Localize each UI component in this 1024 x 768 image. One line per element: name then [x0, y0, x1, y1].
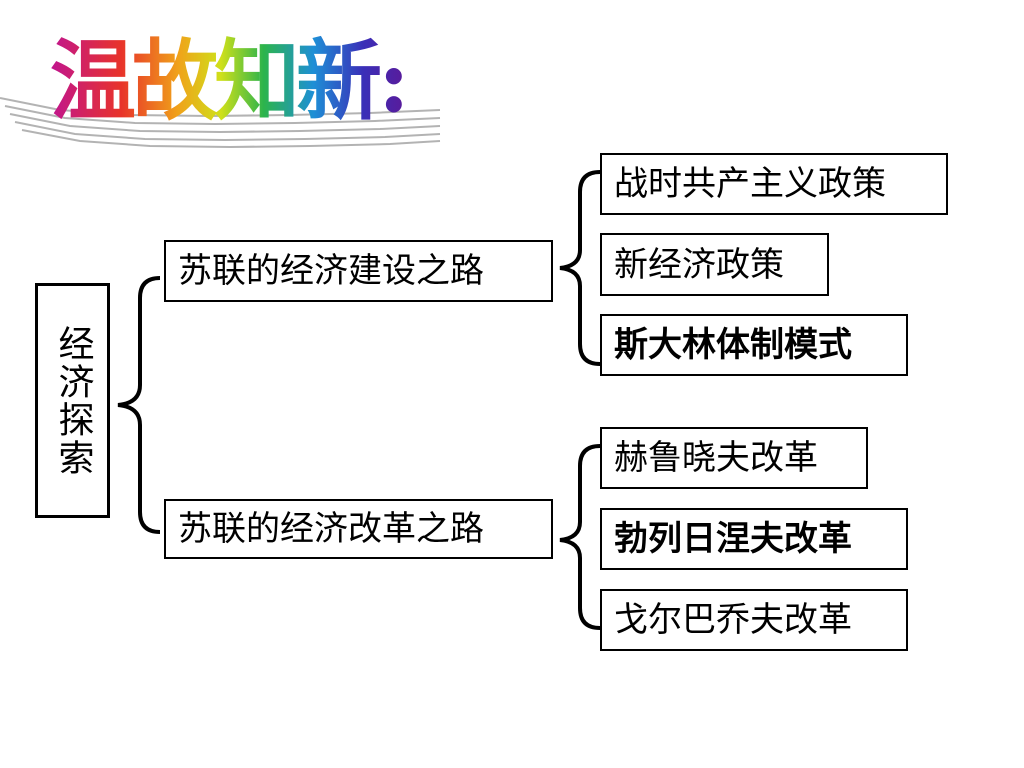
leaf-nep: 新经济政策 — [600, 233, 829, 296]
leaf-stalin-model: 斯大林体制模式 — [600, 314, 908, 376]
root-node: 经济探索 — [35, 283, 110, 518]
leaf-label: 勃列日涅夫改革 — [614, 519, 852, 559]
leaf-label: 赫鲁晓夫改革 — [614, 438, 818, 478]
leaf-brezhnev-reform: 勃列日涅夫改革 — [600, 508, 908, 570]
lower-brace — [559, 444, 601, 630]
root-label: 经济探索 — [52, 324, 94, 477]
leaf-label: 新经济政策 — [614, 244, 784, 285]
upper-brace — [559, 170, 601, 366]
leaf-gorbachev-reform: 戈尔巴乔夫改革 — [600, 589, 908, 651]
leaf-label: 戈尔巴乔夫改革 — [614, 600, 852, 640]
title-area: 温故知新: — [0, 20, 520, 150]
branch-construction: 苏联的经济建设之路 — [164, 240, 553, 302]
title-shadow-decoration — [0, 97, 441, 149]
leaf-war-communism: 战时共产主义政策 — [600, 153, 948, 215]
leaf-label: 斯大林体制模式 — [614, 325, 852, 365]
branch-label: 苏联的经济建设之路 — [178, 251, 484, 291]
branch-label: 苏联的经济改革之路 — [178, 509, 484, 549]
branch-reform: 苏联的经济改革之路 — [164, 499, 553, 559]
leaf-khrushchev-reform: 赫鲁晓夫改革 — [600, 427, 868, 489]
leaf-label: 战时共产主义政策 — [614, 164, 886, 204]
page-title: 温故知新: — [50, 29, 410, 134]
root-brace — [117, 276, 161, 534]
